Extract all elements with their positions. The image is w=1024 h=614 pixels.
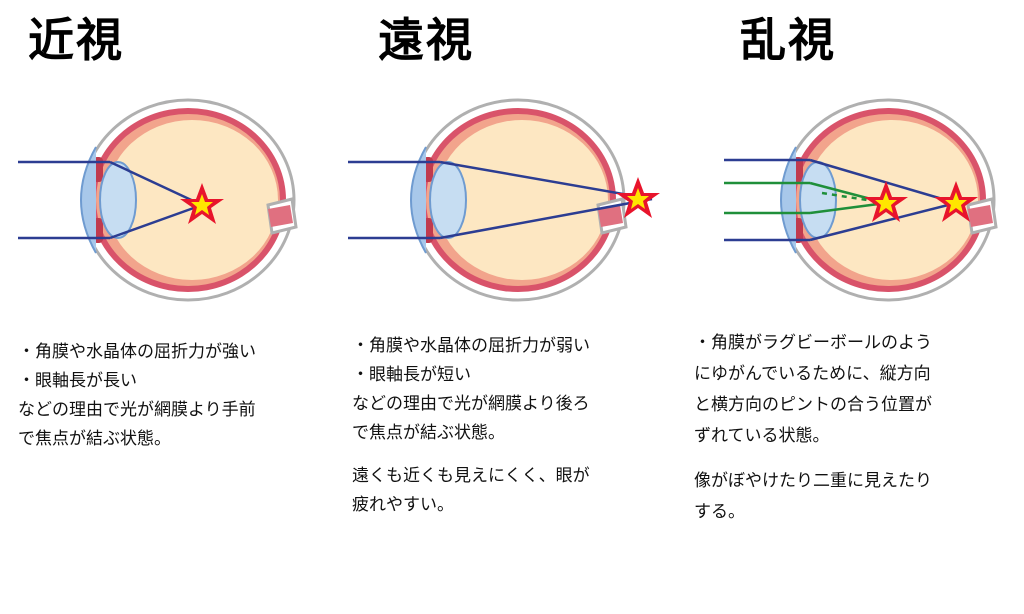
vertical-light-rays <box>724 158 957 242</box>
cornea <box>80 146 97 254</box>
description-line: にゆがんでいるために、縦方向 <box>694 364 931 384</box>
focal-point-star-icon <box>616 177 660 218</box>
description-line: などの理由で光が網膜より後ろ <box>352 394 590 414</box>
hyperopia-title: 遠視 <box>378 13 474 67</box>
lens <box>799 161 837 239</box>
note-line: 遠くも近くも見えにくく、眼が <box>352 466 590 486</box>
eyeball <box>410 98 628 302</box>
astigmatism-description: ・角膜がラグビーボールのよう にゆがんでいるために、縦方向 と横方向のピントの合… <box>694 328 932 528</box>
note-line: 像がぼやけたり二重に見えたり <box>694 471 932 491</box>
description-line: で焦点が結ぶ状態。 <box>352 423 505 443</box>
description-line: で焦点が結ぶ状態。 <box>18 429 171 449</box>
lens <box>429 161 467 239</box>
myopia-description: ・角膜や水晶体の屈折力が強い ・眼軸長が長い などの理由で光が網膜より手前 で焦… <box>18 338 256 454</box>
myopia-eye-diagram <box>18 98 298 302</box>
cornea <box>780 146 797 254</box>
description-line: などの理由で光が網膜より手前 <box>18 400 256 420</box>
description-line: ・角膜や水晶体の屈折力が弱い <box>352 336 590 356</box>
description-line: ・角膜がラグビーボールのよう <box>694 333 932 353</box>
note-line: 疲れやすい。 <box>352 495 454 515</box>
description-line: ・角膜や水晶体の屈折力が強い <box>18 342 256 362</box>
near-focal-point-star-icon <box>864 181 908 222</box>
astigmatism-title: 乱視 <box>740 13 836 67</box>
cornea <box>410 146 427 254</box>
description-line: と横方向のピントの合う位置が <box>694 395 932 415</box>
focal-point-star-icon <box>180 183 224 224</box>
myopia-title: 近視 <box>28 13 124 67</box>
description-line: ・眼軸長が長い <box>18 371 137 391</box>
lens <box>99 161 137 239</box>
far-focal-point-star-icon <box>934 181 978 222</box>
description-line: ずれている状態。 <box>694 426 830 446</box>
light-rays <box>18 160 203 240</box>
hyperopia-eye-diagram <box>348 98 660 302</box>
note-line: する。 <box>694 502 745 522</box>
hyperopia-description: ・角膜や水晶体の屈折力が弱い ・眼軸長が短い などの理由で光が網膜より後ろ で焦… <box>352 332 590 520</box>
light-rays <box>348 160 653 240</box>
description-line: ・眼軸長が短い <box>352 365 471 385</box>
astigmatism-eye-diagram <box>724 98 998 302</box>
